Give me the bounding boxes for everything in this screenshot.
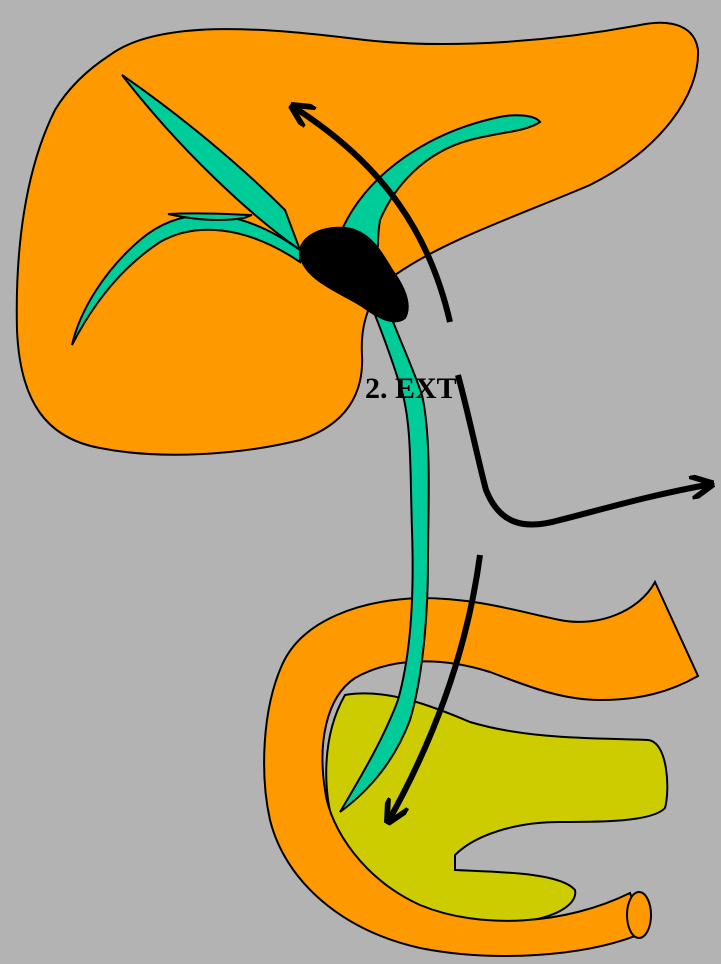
external-drainage-arrow (458, 375, 712, 525)
drainage-route-label: 2. EXT (365, 372, 457, 406)
duodenum-end (627, 892, 651, 938)
